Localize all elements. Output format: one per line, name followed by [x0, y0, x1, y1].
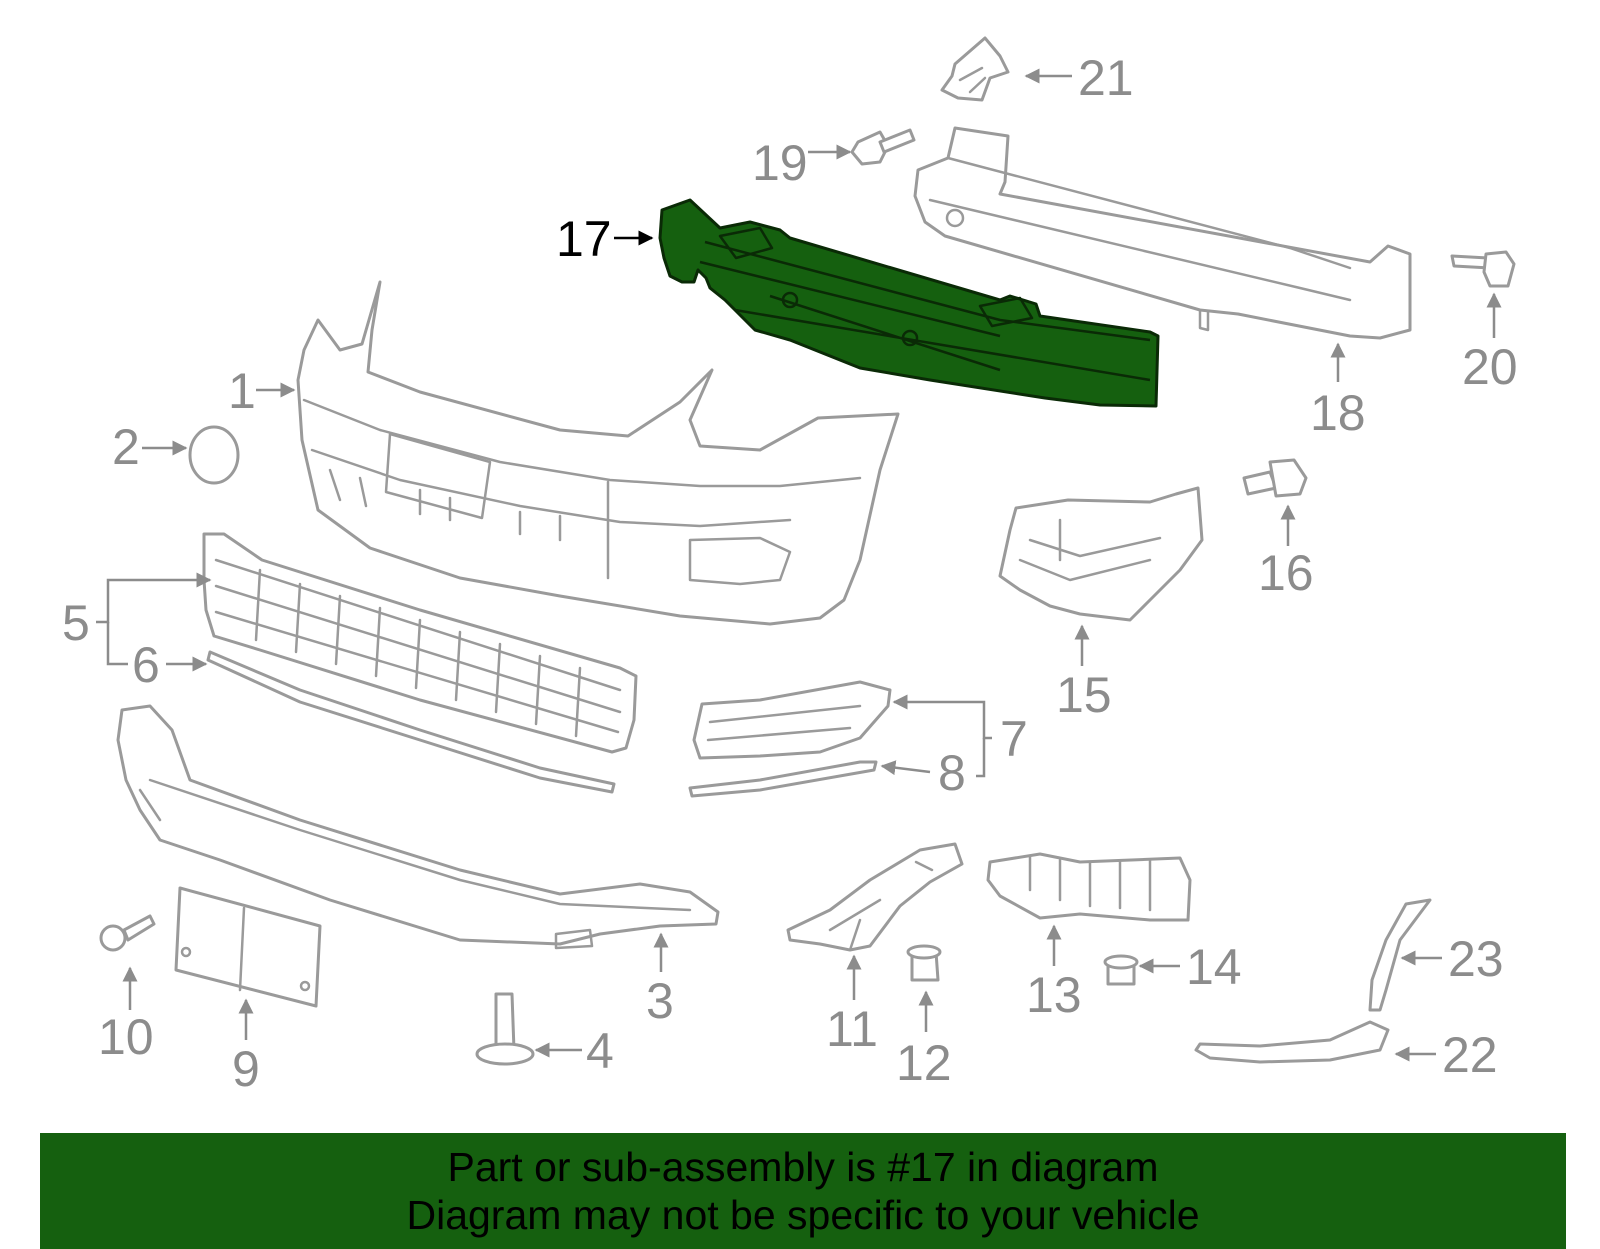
part-6-strip: [206, 650, 616, 794]
svg-text:16: 16: [1258, 545, 1314, 601]
part-4-screw: [475, 992, 535, 1066]
svg-text:12: 12: [896, 1035, 952, 1091]
callout-19: 19: [752, 135, 852, 191]
callout-6: 6: [132, 637, 208, 693]
part-21-bracket: [940, 36, 1010, 102]
svg-text:23: 23: [1448, 931, 1504, 987]
part-10-clip: [99, 914, 156, 952]
svg-text:18: 18: [1310, 385, 1366, 441]
callout-22: 22: [1394, 1027, 1498, 1083]
svg-text:4: 4: [586, 1023, 614, 1079]
part-16-bolt: [1242, 458, 1308, 498]
callout-14: 14: [1138, 939, 1242, 995]
banner-line-2: Diagram may not be specific to your vehi…: [406, 1192, 1200, 1238]
part-7-fog-trim: [692, 680, 892, 760]
svg-text:21: 21: [1078, 50, 1134, 106]
callout-4: 4: [534, 1023, 614, 1079]
callout-12: 12: [896, 990, 952, 1091]
part-20-bolt: [1450, 250, 1516, 288]
svg-text:9: 9: [232, 1041, 260, 1097]
svg-text:7: 7: [1000, 711, 1028, 767]
callout-5: 5: [62, 572, 212, 666]
svg-text:19: 19: [752, 135, 808, 191]
svg-text:1: 1: [228, 363, 256, 419]
svg-text:17: 17: [556, 211, 612, 267]
part-5-grille: [202, 532, 638, 754]
callout-2: 2: [112, 419, 188, 475]
svg-text:14: 14: [1186, 939, 1242, 995]
part-18-reinforcement: [913, 126, 1412, 340]
part-2-tow-cap: [188, 425, 240, 485]
callout-13: 13: [1026, 924, 1082, 1023]
part-23-side-trim: [1368, 898, 1432, 1012]
svg-text:3: 3: [646, 973, 674, 1029]
info-banner: Part or sub-assembly is #17 in diagram D…: [40, 1133, 1566, 1249]
callout-3: 3: [646, 932, 674, 1029]
callout-11: 11: [826, 954, 878, 1057]
callout-7: 7: [892, 694, 1028, 778]
part-8-trim-strip: [688, 760, 878, 798]
part-12-nut: [906, 944, 942, 982]
callout-16: 16: [1258, 504, 1314, 601]
callout-15: 15: [1056, 624, 1112, 723]
callout-23: 23: [1400, 931, 1504, 987]
part-11-bracket: [786, 842, 964, 952]
part-22-lower-trim: [1194, 1020, 1390, 1064]
callout-9: 9: [232, 998, 260, 1097]
part-14-nut: [1103, 954, 1139, 986]
part-17-energy-absorber: [658, 198, 1160, 408]
svg-text:22: 22: [1442, 1027, 1498, 1083]
callout-10: 10: [98, 966, 154, 1065]
part-3-lower-spoiler: [116, 704, 720, 950]
callout-8: 8: [880, 745, 966, 801]
part-13-bracket: [986, 852, 1192, 922]
svg-text:10: 10: [98, 1009, 154, 1065]
callout-17: 17: [556, 211, 654, 267]
svg-text:13: 13: [1026, 967, 1082, 1023]
svg-text:6: 6: [132, 637, 160, 693]
callout-21: 21: [1024, 50, 1134, 106]
svg-text:20: 20: [1462, 339, 1518, 395]
svg-text:5: 5: [62, 595, 90, 651]
part-1-bumper-cover: [296, 280, 900, 626]
svg-text:8: 8: [938, 745, 966, 801]
part-9-license-bracket: [174, 886, 322, 1008]
part-15-bracket: [998, 486, 1204, 622]
svg-text:15: 15: [1056, 667, 1112, 723]
callout-20: 20: [1462, 292, 1518, 395]
svg-text:2: 2: [112, 419, 140, 475]
svg-text:11: 11: [826, 1001, 878, 1057]
callout-1: 1: [228, 363, 296, 419]
callout-18: 18: [1310, 342, 1366, 441]
part-19-bolt: [850, 128, 916, 166]
banner-line-1: Part or sub-assembly is #17 in diagram: [447, 1144, 1159, 1190]
